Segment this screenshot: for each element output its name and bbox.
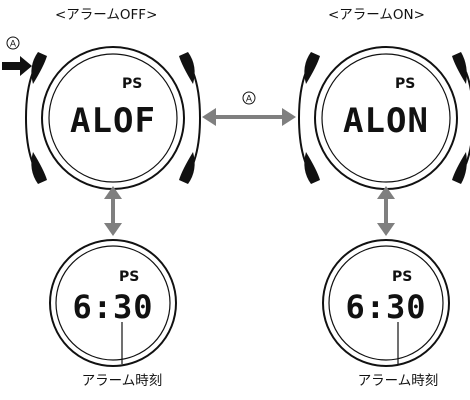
arrow-right-icon [282, 108, 296, 126]
alarm-time-label-right: アラーム時刻 [358, 373, 439, 389]
mode-indicator: PS [395, 76, 415, 92]
button-a-indicator: A [2, 36, 32, 76]
button-a-circle [6, 36, 20, 50]
watch-face [328, 245, 444, 361]
watch-bumper-left [24, 71, 34, 165]
vertical-arrow-right [377, 186, 395, 236]
press-arrow-icon [2, 56, 32, 76]
mode-indicator: PS [119, 269, 139, 285]
watch-lug-bl [31, 152, 47, 184]
toggle-arrow-horizontal: A [202, 91, 296, 126]
watch-alarm-time-right: PS 6:30 [322, 239, 450, 367]
alarm-off-title: <アラームOFF> [55, 7, 157, 23]
watch-lug-tr [452, 52, 467, 84]
watch-display: 6:30 [72, 288, 153, 326]
button-a-label: A [10, 40, 17, 50]
watch-bezel [49, 239, 177, 367]
watch-lug-tl [31, 52, 47, 84]
watch-alarm-off: PS ALOF [24, 46, 202, 190]
watch-display: ALON [343, 101, 429, 141]
watch-display: 6:30 [345, 288, 426, 326]
button-a-circle [242, 91, 256, 105]
button-a-label: A [246, 95, 253, 105]
watch-alarm-time-left: PS 6:30 [49, 239, 177, 367]
mode-indicator: PS [122, 76, 142, 92]
watch-face [55, 245, 171, 361]
watch-bezel [322, 239, 450, 367]
watch-lug-tr [179, 52, 195, 84]
watch-lug-tl [304, 52, 320, 84]
arrow-left-icon [202, 108, 216, 126]
arrow-up-icon [377, 186, 395, 199]
watch-bumper-right [465, 71, 470, 165]
vertical-arrow-left [104, 186, 122, 236]
mode-indicator: PS [392, 269, 412, 285]
watch-alarm-on: PS ALON [297, 46, 470, 190]
watch-lug-bl [304, 152, 320, 184]
watch-lug-br [452, 152, 467, 184]
watch-face [48, 53, 178, 183]
alarm-time-label-left: アラーム時刻 [82, 373, 163, 389]
arrow-down-icon [377, 223, 395, 236]
arrow-up-icon [104, 186, 122, 199]
watch-bumper-left [297, 71, 307, 165]
watch-face [321, 53, 451, 183]
watch-lug-br [179, 152, 195, 184]
arrow-down-icon [104, 223, 122, 236]
alarm-on-title: <アラームON> [328, 7, 425, 23]
watch-display: ALOF [70, 101, 156, 141]
watch-bumper-right [192, 71, 202, 165]
